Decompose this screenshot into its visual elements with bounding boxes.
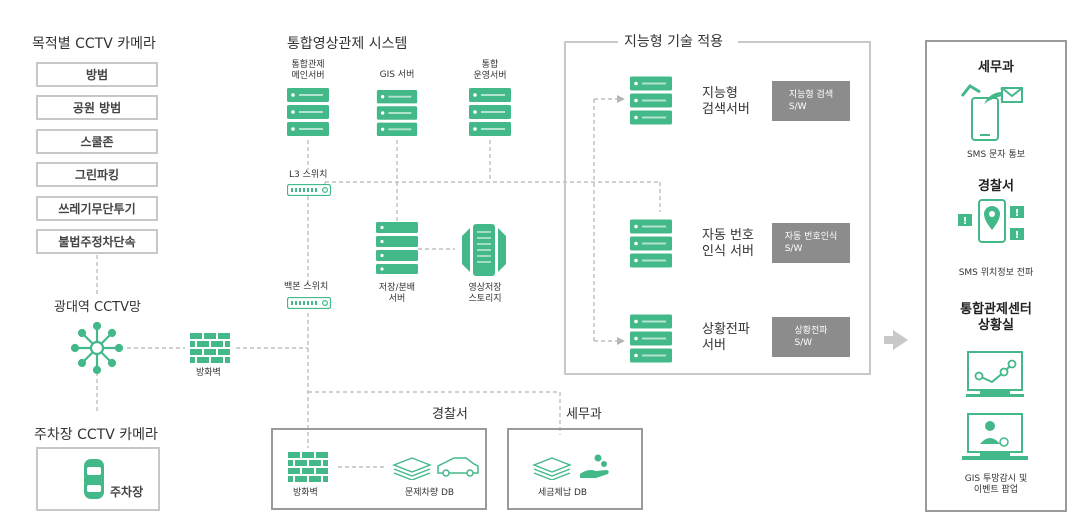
svg-text:!: !	[963, 216, 968, 227]
l3-switch-label: L3 스위치	[289, 170, 328, 180]
alert-server-icon	[630, 314, 672, 363]
lpr-server-label: 자동 번호 인식 서버	[702, 228, 754, 259]
search-sw-badge: 지능형 검색 S/W	[772, 81, 850, 121]
vehicle-db-icon	[393, 457, 431, 480]
lpr-sw-badge: 자동 번호인식 S/W	[772, 223, 850, 263]
storage-cabinet-icon	[462, 224, 506, 276]
car-icon	[84, 459, 104, 499]
firewall-label: 방화벽	[196, 368, 221, 378]
tax-dept-title: 세무과	[978, 60, 1014, 75]
control-center-caption: GIS 투망감시 및 이벤트 팝업	[964, 474, 1028, 495]
arrow-left-icon	[884, 330, 908, 350]
camera-item: 그린파킹	[36, 162, 158, 187]
storage-server-label: 저장/분배 서버	[378, 283, 416, 304]
police-box	[271, 428, 487, 510]
location-phone-icon: ! ! !	[958, 199, 1024, 243]
police-firewall-label: 방화벽	[293, 488, 318, 498]
tax-dept-caption: SMS 문자 통보	[966, 150, 1026, 160]
monitor-chart-icon	[966, 351, 1024, 397]
camera-item: 불법주정차단속	[36, 229, 158, 254]
integrated-title: 통합영상관제 시스템	[287, 36, 408, 52]
money-hand-icon	[580, 454, 609, 478]
alert-server-label: 상황전파 서버	[702, 322, 750, 353]
tax-db-icon	[533, 457, 571, 480]
police-caption: SMS 위치정보 전파	[958, 268, 1034, 278]
main-server-icon	[287, 88, 329, 136]
backbone-switch-label: 백본 스위치	[284, 282, 329, 292]
firewall-icon	[190, 333, 230, 363]
backbone-switch-icon	[287, 297, 331, 309]
main-server-label: 통합관제 메인서버	[291, 60, 325, 81]
svg-text:!: !	[1015, 208, 1020, 219]
l3-switch-icon	[287, 184, 331, 196]
ops-server-icon	[469, 88, 511, 136]
camera-item: 공원 방범	[36, 95, 158, 120]
lpr-server-icon	[630, 219, 672, 268]
gis-server-label: GIS 서버	[379, 70, 415, 80]
control-center-title: 통합관제센터 상황실	[960, 302, 1032, 333]
police-box-title: 경찰서	[432, 407, 468, 422]
tax-db-label: 세금체납 DB	[538, 488, 588, 498]
parking-box	[36, 447, 160, 511]
police-car-icon	[437, 457, 479, 477]
wide-area-label: 광대역 CCTV망	[54, 300, 141, 315]
svg-text:!: !	[1015, 230, 1020, 241]
intelligent-title: 지능형 기술 적용	[624, 34, 724, 50]
storage-server-icon	[376, 222, 418, 274]
parking-title: 주차장 CCTV 카메라	[34, 427, 158, 443]
vehicle-db-label: 문제차량 DB	[405, 488, 455, 498]
search-server-label: 지능형 검색서버	[702, 86, 750, 117]
camera-item: 쓰레기무단투기	[36, 196, 158, 221]
police-firewall-icon	[288, 452, 328, 482]
search-server-icon	[630, 76, 672, 125]
alert-sw-badge: 상황전파 S/W	[772, 317, 850, 357]
camera-item: 스쿨존	[36, 129, 158, 154]
monitor-user-icon	[962, 413, 1028, 460]
video-storage-label: 영상저장 스토리지	[468, 283, 502, 304]
camera-item: 방범	[36, 62, 158, 87]
connection-lines	[96, 98, 661, 468]
gis-server-icon	[376, 90, 418, 136]
purpose-cameras-title: 목적별 CCTV 카메라	[32, 36, 156, 52]
tax-box	[507, 428, 643, 510]
police-title: 경찰서	[978, 179, 1014, 194]
hub-icon	[70, 321, 124, 375]
right-panel	[925, 40, 1067, 512]
parking-label: 주차장	[110, 485, 144, 499]
ops-server-label: 통합 운영서버	[473, 60, 507, 81]
mobile-sms-icon	[960, 84, 1023, 141]
tax-box-title: 세무과	[566, 407, 602, 422]
